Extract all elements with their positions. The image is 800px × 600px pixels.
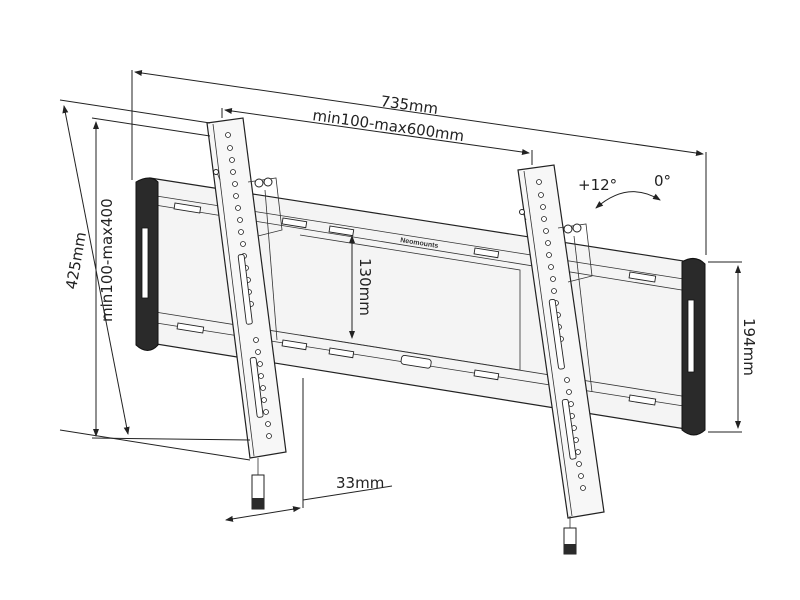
tilt-indicator: +12° 0° bbox=[578, 172, 671, 209]
left-vertical-bracket bbox=[206, 117, 287, 510]
right-bracket-holes bbox=[536, 179, 586, 491]
dim-label-vesa-horizontal: min100-max600mm bbox=[311, 106, 465, 145]
right-end-cap bbox=[681, 258, 706, 436]
dim-label-194: 194mm bbox=[740, 318, 758, 376]
left-end-cap bbox=[135, 177, 159, 351]
dimension-vesa-horizontal: min100-max600mm bbox=[221, 106, 533, 165]
dimension-194: 194mm bbox=[708, 261, 758, 433]
dim-label-33: 33mm bbox=[336, 474, 384, 492]
right-vertical-bracket bbox=[517, 164, 605, 555]
dimension-33: 33mm bbox=[225, 378, 393, 522]
bottom-rail-slots bbox=[176, 322, 657, 406]
dim-label-425: 425mm bbox=[62, 231, 90, 291]
dimension-130: 130mm bbox=[349, 235, 374, 339]
dim-label-vesa-vertical: min100-max400 bbox=[98, 198, 116, 322]
dim-label-130: 130mm bbox=[356, 258, 374, 316]
top-rail-slots bbox=[173, 202, 657, 283]
dim-label-735: 735mm bbox=[379, 92, 439, 118]
tilt-label-plus: +12° bbox=[578, 176, 617, 194]
dimension-vesa-vertical: min100-max400 bbox=[91, 117, 251, 441]
tilt-label-zero: 0° bbox=[654, 172, 671, 190]
